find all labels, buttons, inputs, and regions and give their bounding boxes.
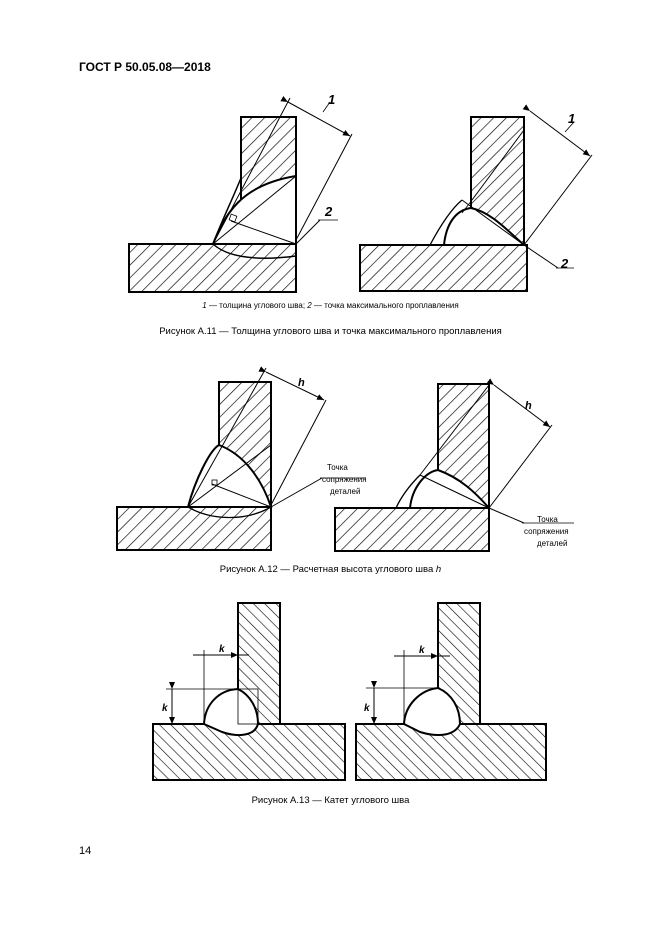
fig-a11-left-diagram [128,96,353,293]
fig-a13-right-k-vertical: k [364,703,370,714]
fig-a12-right-callout-3: деталей [537,539,567,548]
fig-a12-left-diagram [116,366,366,551]
fig-a12-left-callout-1: Точка [327,463,348,472]
fig-a12-caption: Рисунок А.12 — Расчетная высота углового… [0,564,661,575]
fig-a13-left-k-horizontal: k [219,644,225,655]
fig-a11-caption: Рисунок А.11 — Толщина углового шва и то… [159,326,502,337]
fig-a13-left-k-vertical: k [162,703,168,714]
fig-a12-caption-text: Рисунок А.12 — Расчетная высота углового… [219,564,436,575]
legend-text-1: — толщина углового шва; [206,301,308,310]
fig-a11-right-label-2: 2 [560,256,569,271]
page-number: 14 [79,845,92,857]
fig-a11-left-label-2: 2 [324,204,333,219]
fig-a13-caption: Рисунок А.13 — Катет углового шва [251,795,410,806]
document-code: ГОСТ Р 50.05.08—2018 [79,60,211,74]
fig-a13-right-diagram [355,602,547,781]
fig-a12-right-callout-1: Точка [537,515,558,524]
fig-a13-left-diagram [152,602,346,781]
fig-a12-caption-var: h [435,564,442,575]
fig-a11-right-label-1: 1 [568,111,575,126]
fig-a12-right-callout-2: сопряжения [524,527,569,536]
fig-a12-right-diagram [334,378,574,552]
legend-text-2: — точка максимального проплавления [311,301,459,310]
fig-a12-left-callout-3: деталей [330,487,360,496]
fig-a11-left-label-1: 1 [328,92,335,107]
fig-a13-right-k-horizontal: k [419,645,425,656]
fig-a11-right-diagram [359,104,593,292]
fig-a12-left-callout-2: сопряжения [322,475,367,484]
legend-number-2: 2 [307,301,312,310]
fig-a12-left-h-label: h [298,377,305,389]
fig-a11-legend: 1 — толщина углового шва; 2 — точка макс… [0,301,661,310]
fig-a12-right-h-label: h [525,400,532,412]
legend-number-1: 1 [202,301,207,310]
